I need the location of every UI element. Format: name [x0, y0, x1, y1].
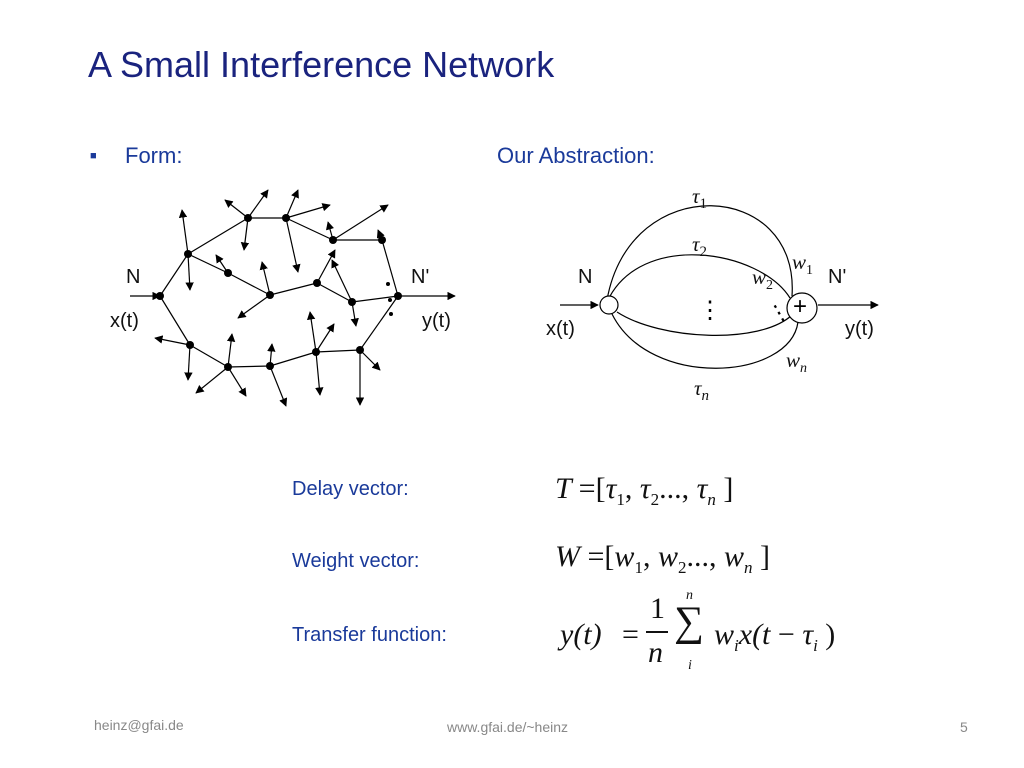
abstraction-input-signal-label: x(t) [546, 318, 575, 340]
transfer-body: wix(t − τi ) [714, 618, 836, 655]
fraction-bar [646, 631, 668, 633]
interference-network [130, 189, 456, 407]
bullet-square-icon: ■ [90, 150, 97, 162]
network-nodes [156, 214, 402, 371]
network-input-signal-label: x(t) [110, 310, 139, 332]
weight-vector-formula: W =[w1, w2..., wn ] [555, 540, 770, 577]
abstraction-input-node-label: N [578, 266, 593, 288]
slide-title: A Small Interference Network [88, 44, 555, 85]
sigma-bottom-limit: i [688, 658, 692, 673]
sigma-symbol: ∑ [674, 599, 704, 645]
delay-vector-label: Delay vector: [292, 478, 409, 500]
weight-n-label: wn [786, 348, 808, 377]
abstraction-output-node-label: N' [828, 266, 847, 288]
tau-1-label: τ1 [692, 184, 708, 213]
sum-node-circle [786, 292, 818, 324]
transfer-eq: = [622, 618, 639, 651]
footer-url: www.gfai.de/~heinz [447, 719, 569, 735]
transfer-lhs: y(t) [560, 618, 602, 651]
ellipsis-delay: ⋮ [698, 297, 722, 324]
network-output-signal-label: y(t) [422, 310, 451, 332]
abstraction-diagram [560, 205, 879, 369]
network-input-node-label: N [126, 266, 141, 288]
sigma-top-limit: n [686, 588, 693, 603]
abstraction-output-signal-label: y(t) [845, 318, 874, 340]
form-label: Form: [125, 143, 183, 168]
transfer-function-label: Transfer function: [292, 624, 447, 646]
weight-vector-label: Weight vector: [292, 550, 420, 572]
delay-path-n [611, 313, 799, 369]
delay-path-3 [616, 311, 793, 336]
tau-n-label: τn [694, 376, 710, 405]
abstraction-label: Our Abstraction: [497, 143, 655, 168]
network-output-node-label: N' [411, 266, 430, 288]
fraction-numerator: 1 [650, 592, 665, 625]
tau-2-label: τ2 [692, 232, 708, 261]
delay-path-1 [606, 205, 793, 301]
footer-page-number: 5 [960, 719, 968, 735]
fraction-denominator: n [648, 636, 663, 669]
sum-symbol: + [793, 293, 808, 320]
weight-2-label: w2 [752, 265, 774, 294]
footer-email: heinz@gfai.de [94, 717, 184, 733]
delay-vector-formula: T =[τ1, τ2..., τn ] [555, 472, 734, 509]
delay-path-2 [606, 254, 791, 303]
input-node-circle [599, 295, 619, 315]
weight-1-label: w1 [792, 250, 814, 279]
